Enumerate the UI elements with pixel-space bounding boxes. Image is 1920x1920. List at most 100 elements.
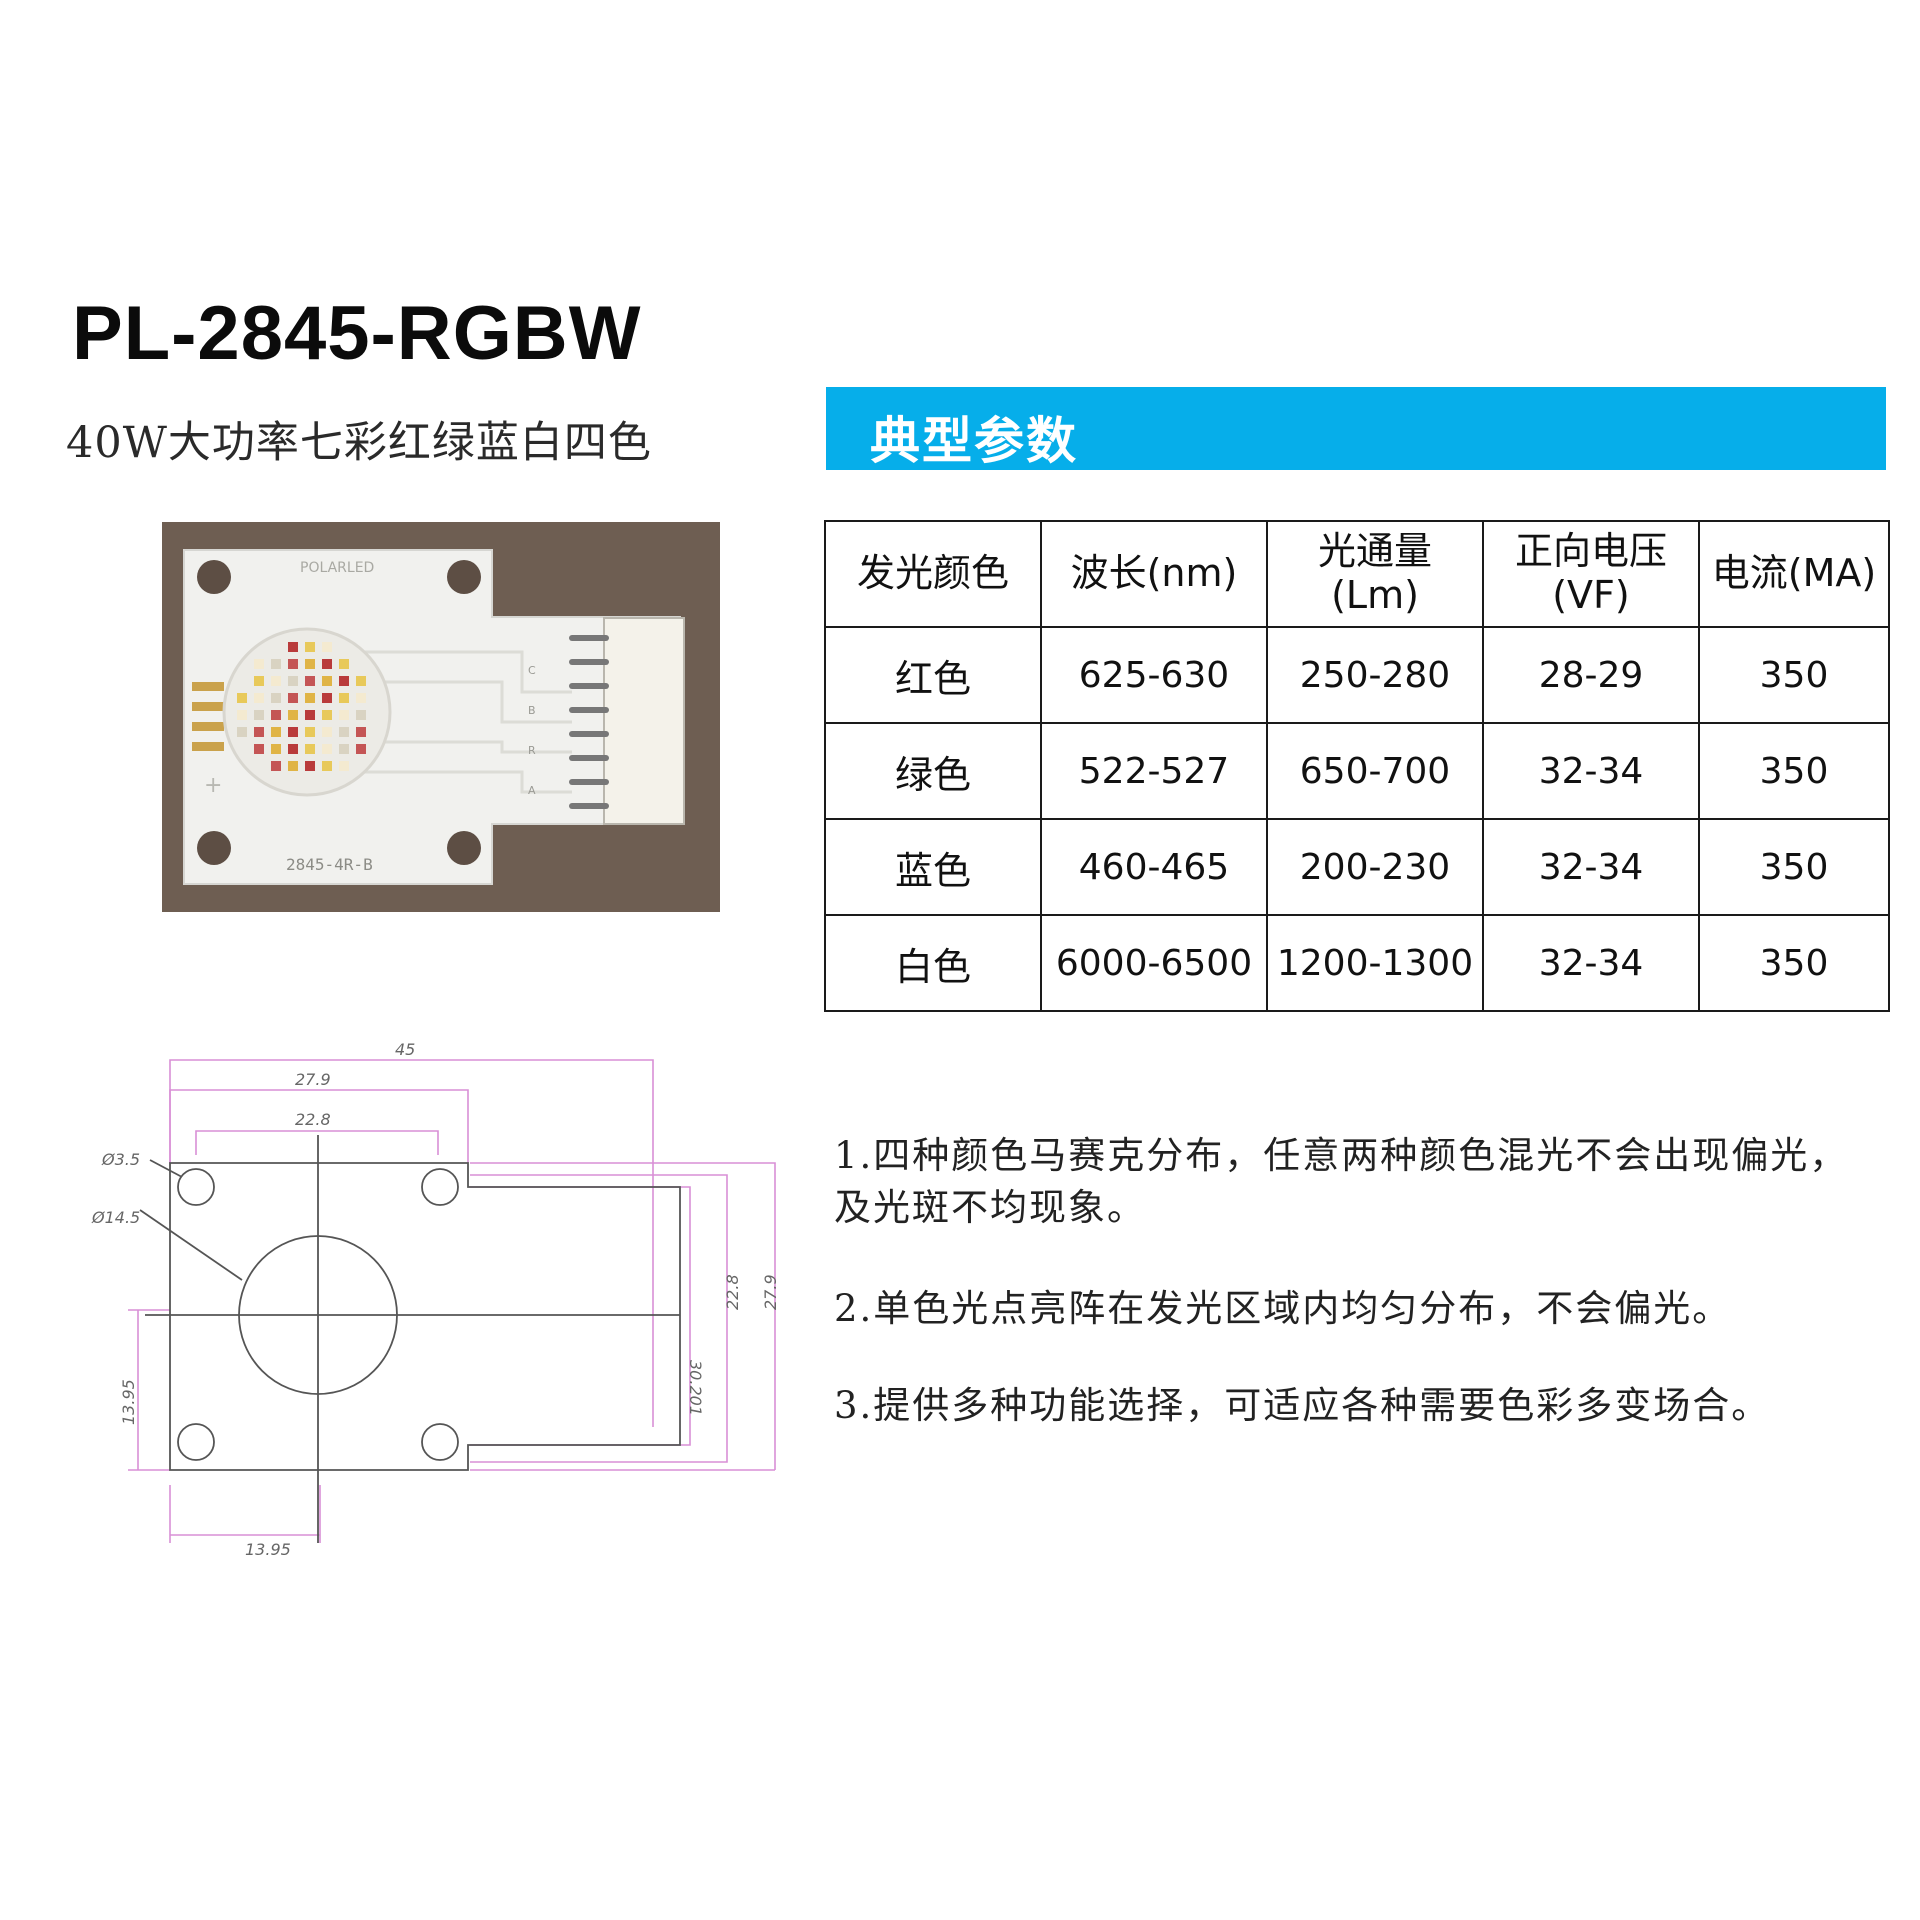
- svg-text:27.9: 27.9: [295, 1070, 331, 1089]
- led-chip: [322, 659, 332, 669]
- section-banner: 典型参数: [826, 387, 1886, 470]
- led-chip: [288, 659, 298, 669]
- led-chip: [322, 727, 332, 737]
- led-chip: [271, 659, 281, 669]
- feature-note: 1.四种颜色马赛克分布，任意两种颜色混光不会出现偏光，及光斑不均现象。: [834, 1134, 1849, 1229]
- led-chip: [339, 693, 349, 703]
- led-chip: [237, 710, 247, 720]
- product-photo: + POLARLED 2845-4R-B C B R A: [162, 522, 720, 912]
- table-row: 红色 625-630 250-280 28-29 350: [824, 626, 1890, 724]
- table-cell: 1200-1300: [1266, 914, 1484, 1012]
- mount-hole-outline: [177, 1423, 215, 1461]
- led-chip: [254, 676, 264, 686]
- led-chip: [271, 710, 281, 720]
- led-chip: [254, 727, 264, 737]
- led-chip: [288, 744, 298, 754]
- led-chip: [288, 676, 298, 686]
- led-chip: [271, 676, 281, 686]
- led-chip: [254, 744, 264, 754]
- led-chip: [237, 693, 247, 703]
- pad-labels: C B R A: [528, 664, 536, 797]
- svg-text:Ø14.5: Ø14.5: [91, 1208, 140, 1227]
- mount-hole-outline: [421, 1168, 459, 1206]
- svg-text:C: C: [528, 664, 536, 677]
- led-chip: [305, 710, 315, 720]
- mounting-hole: [197, 560, 231, 594]
- mount-hole-outline: [177, 1168, 215, 1206]
- led-chip: [254, 710, 264, 720]
- led-chip: [305, 744, 315, 754]
- svg-text:13.95: 13.95: [245, 1540, 291, 1559]
- led-chip: [254, 693, 264, 703]
- led-chip: [322, 744, 332, 754]
- led-chip: [288, 727, 298, 737]
- svg-text:Ø3.5: Ø3.5: [101, 1150, 140, 1169]
- led-chip: [271, 693, 281, 703]
- table-cell: 蓝色: [824, 818, 1042, 916]
- board-part-marking: 2845-4R-B: [286, 855, 373, 874]
- svg-text:13.95: 13.95: [119, 1379, 138, 1425]
- table-cell: 白色: [824, 914, 1042, 1012]
- table-row: 蓝色 460-465 200-230 32-34 350: [824, 818, 1890, 916]
- led-chip: [339, 676, 349, 686]
- led-chip: [322, 710, 332, 720]
- led-chip: [305, 676, 315, 686]
- led-chip: [288, 642, 298, 652]
- led-chip: [237, 727, 247, 737]
- led-array: [237, 642, 366, 771]
- parameters-table: 发光颜色 波长(nm) 光通量 (Lm) 正向电压 (VF) 电流(MA) 红色…: [824, 520, 1890, 1012]
- svg-text:22.8: 22.8: [723, 1274, 742, 1310]
- connector: [603, 617, 685, 825]
- mounting-hole: [447, 560, 481, 594]
- led-chip: [339, 659, 349, 669]
- table-cell: 350: [1698, 626, 1890, 724]
- mounting-hole: [447, 831, 481, 865]
- table-cell: 200-230: [1266, 818, 1484, 916]
- led-chip: [271, 761, 281, 771]
- table-cell: 350: [1698, 914, 1890, 1012]
- table-cell: 绿色: [824, 722, 1042, 820]
- table-row: 白色 6000-6500 1200-1300 32-34 350: [824, 914, 1890, 1012]
- table-cell: 350: [1698, 722, 1890, 820]
- led-chip: [356, 710, 366, 720]
- led-chip: [356, 676, 366, 686]
- led-chip: [339, 710, 349, 720]
- table-row: 绿色 522-527 650-700 32-34 350: [824, 722, 1890, 820]
- dimension-labels: 45 27.9 22.8 Ø3.5 Ø14.5 13.95 30.201 22.…: [91, 1040, 780, 1559]
- led-chip: [322, 693, 332, 703]
- led-board: + POLARLED 2845-4R-B C B R A: [183, 549, 685, 885]
- led-chip: [339, 761, 349, 771]
- led-chip: [271, 727, 281, 737]
- table-cell: 28-29: [1482, 626, 1700, 724]
- led-chip: [288, 710, 298, 720]
- svg-text:30.201: 30.201: [686, 1360, 705, 1416]
- led-chip: [305, 693, 315, 703]
- led-chip: [322, 642, 332, 652]
- svg-text:B: B: [528, 704, 536, 717]
- led-chip: [356, 727, 366, 737]
- led-chip: [305, 761, 315, 771]
- board-brand-marking: POLARLED: [300, 560, 374, 576]
- table-cell: 460-465: [1040, 818, 1268, 916]
- svg-text:27.9: 27.9: [761, 1274, 780, 1310]
- led-chip: [356, 693, 366, 703]
- svg-text:A: A: [528, 784, 536, 797]
- table-header-row: 发光颜色 波长(nm) 光通量 (Lm) 正向电压 (VF) 电流(MA): [824, 520, 1890, 628]
- feature-note: 2.单色光点亮阵在发光区域内均匀分布，不会偏光。: [834, 1287, 1732, 1330]
- feature-note: 3.提供多种功能选择，可适应各种需要色彩多变场合。: [834, 1384, 1771, 1427]
- board-traces: [362, 650, 572, 794]
- led-chip: [305, 642, 315, 652]
- led-chip: [305, 727, 315, 737]
- table-cell: 红色: [824, 626, 1042, 724]
- table-cell: 250-280: [1266, 626, 1484, 724]
- solder-pads: [192, 682, 224, 751]
- table-cell: 625-630: [1040, 626, 1268, 724]
- product-title: PL-2845-RGBW: [72, 291, 642, 376]
- led-chip: [339, 727, 349, 737]
- table-cell: 650-700: [1266, 722, 1484, 820]
- table-cell: 32-34: [1482, 722, 1700, 820]
- svg-text:R: R: [528, 744, 536, 757]
- outline: [139, 1135, 681, 1543]
- led-chip: [305, 659, 315, 669]
- led-chip: [356, 744, 366, 754]
